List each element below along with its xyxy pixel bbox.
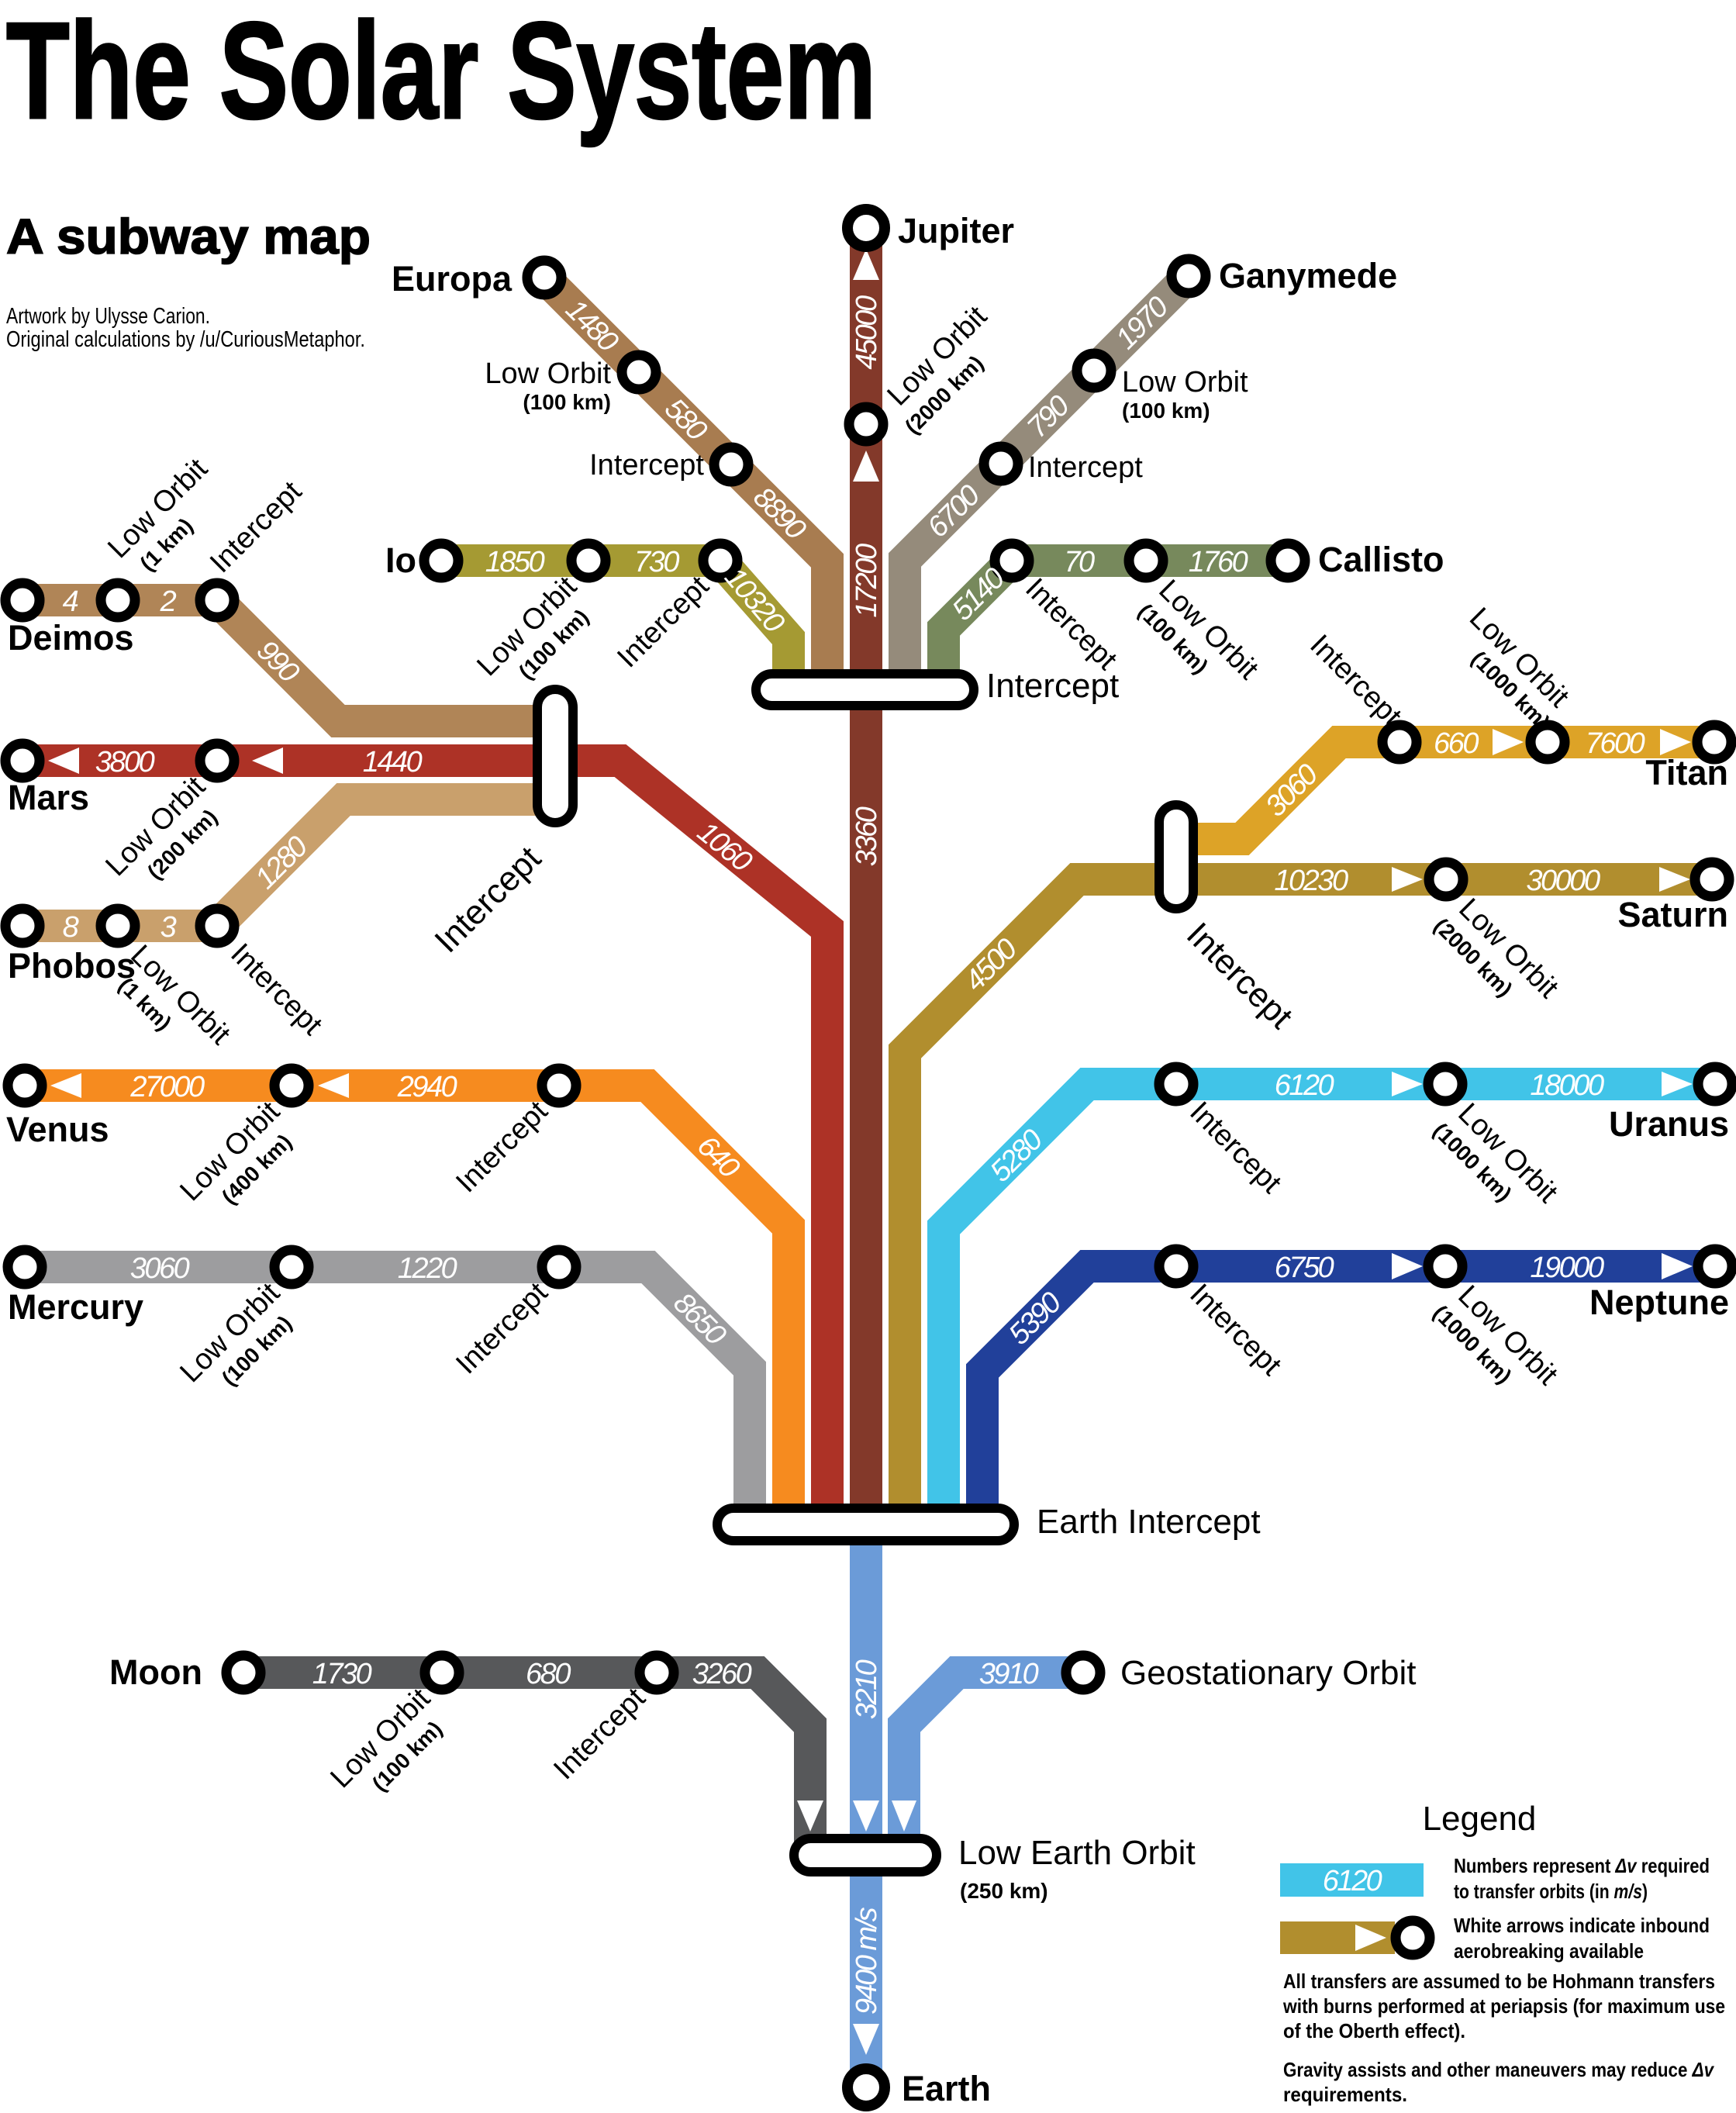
svg-text:18000: 18000 [1530, 1069, 1604, 1102]
svg-text:Intercept: Intercept [589, 449, 704, 482]
svg-text:Venus: Venus [6, 1110, 109, 1149]
svg-text:730: 730 [634, 546, 679, 578]
svg-text:Europa: Europa [392, 259, 513, 299]
svg-text:8: 8 [63, 911, 79, 944]
svg-text:45000: 45000 [851, 295, 883, 370]
svg-text:Moon: Moon [109, 1652, 202, 1692]
svg-text:aerobreaking available: aerobreaking available [1454, 1939, 1644, 1963]
svg-text:of the Oberth effect).: of the Oberth effect). [1283, 2019, 1465, 2042]
svg-text:Mercury: Mercury [8, 1287, 143, 1327]
svg-text:3260: 3260 [692, 1658, 752, 1690]
svg-text:Geostationary Orbit: Geostationary Orbit [1120, 1654, 1417, 1692]
svg-text:A subway map: A subway map [6, 209, 371, 264]
svg-text:1760: 1760 [1189, 546, 1248, 578]
svg-text:Deimos: Deimos [8, 618, 134, 658]
svg-text:3800: 3800 [95, 746, 155, 779]
svg-text:3360: 3360 [851, 806, 883, 866]
svg-text:6120: 6120 [1323, 1865, 1382, 1897]
svg-text:Jupiter: Jupiter [898, 211, 1014, 250]
svg-text:Earth Intercept: Earth Intercept [1037, 1503, 1261, 1541]
svg-text:17200: 17200 [851, 544, 883, 618]
svg-text:Intercept: Intercept [1028, 451, 1143, 484]
svg-text:Ganymede: Ganymede [1219, 256, 1397, 295]
svg-text:Saturn: Saturn [1617, 895, 1728, 934]
svg-text:Earth: Earth [902, 2069, 991, 2108]
svg-text:White arrows indicate inbound: White arrows indicate inbound [1454, 1914, 1710, 1937]
svg-text:Callisto: Callisto [1318, 540, 1444, 579]
svg-text:(250 km): (250 km) [960, 1879, 1048, 1903]
svg-text:680: 680 [526, 1658, 571, 1690]
svg-text:19000: 19000 [1530, 1252, 1604, 1284]
svg-text:1440: 1440 [363, 746, 423, 779]
svg-text:Low Orbit: Low Orbit [485, 357, 611, 390]
svg-text:Original calculations by /u/Cu: Original calculations by /u/CuriousMetap… [6, 327, 365, 352]
svg-text:2940: 2940 [397, 1071, 457, 1103]
svg-text:10230: 10230 [1274, 865, 1348, 897]
svg-text:Phobos: Phobos [8, 946, 136, 986]
svg-text:All transfers are assumed to b: All transfers are assumed to be Hohmann … [1283, 1970, 1715, 1993]
svg-text:1850: 1850 [485, 546, 545, 578]
svg-text:Mars: Mars [8, 778, 89, 817]
svg-text:3060: 3060 [130, 1252, 190, 1285]
svg-text:3210: 3210 [851, 1659, 883, 1719]
svg-text:9400 m/s: 9400 m/s [851, 1907, 883, 2015]
svg-text:Legend: Legend [1423, 1800, 1537, 1838]
svg-text:Artwork by Ulysse Carion.: Artwork by Ulysse Carion. [6, 304, 210, 329]
svg-text:1220: 1220 [398, 1252, 457, 1285]
svg-text:Low Earth Orbit: Low Earth Orbit [958, 1834, 1196, 1872]
svg-text:3: 3 [160, 911, 177, 944]
svg-text:The Solar System: The Solar System [6, 0, 876, 147]
svg-text:27000: 27000 [129, 1071, 205, 1103]
svg-text:Gravity assists and other mane: Gravity assists and other maneuvers may … [1283, 2058, 1714, 2081]
svg-text:(100 km): (100 km) [523, 390, 611, 414]
svg-text:with burns performed at periap: with burns performed at periapsis (for m… [1282, 1994, 1725, 2018]
svg-text:660: 660 [1434, 727, 1479, 760]
svg-text:requirements.: requirements. [1283, 2083, 1407, 2106]
svg-text:Neptune: Neptune [1589, 1283, 1729, 1322]
svg-text:3910: 3910 [979, 1658, 1039, 1690]
svg-text:Intercept: Intercept [986, 667, 1119, 705]
svg-text:2: 2 [160, 585, 177, 618]
svg-text:1730: 1730 [312, 1658, 372, 1690]
svg-text:Io: Io [385, 540, 416, 580]
svg-text:6750: 6750 [1275, 1252, 1334, 1284]
svg-text:4: 4 [63, 585, 78, 618]
svg-text:(100 km): (100 km) [1122, 399, 1210, 423]
svg-text:Low Orbit: Low Orbit [1122, 366, 1248, 399]
svg-text:to transfer orbits (in m/s): to transfer orbits (in m/s) [1454, 1880, 1648, 1903]
svg-text:7600: 7600 [1586, 727, 1645, 760]
svg-text:Uranus: Uranus [1609, 1104, 1729, 1144]
svg-text:Numbers represent Δv required: Numbers represent Δv required [1454, 1854, 1710, 1877]
svg-text:6120: 6120 [1275, 1069, 1334, 1102]
svg-text:Titan: Titan [1645, 753, 1728, 792]
svg-text:30000: 30000 [1526, 865, 1600, 897]
svg-text:70: 70 [1064, 546, 1095, 578]
